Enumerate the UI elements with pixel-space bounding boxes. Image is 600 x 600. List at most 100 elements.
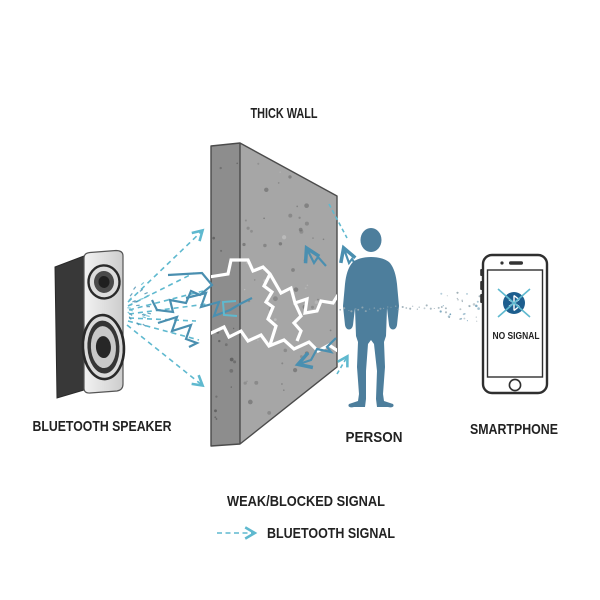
bluetooth-speaker <box>54 249 126 399</box>
emission-speck <box>142 316 147 319</box>
emission-speck <box>140 281 145 286</box>
weak-signal-dot <box>401 305 404 309</box>
weak-signal-dot <box>439 310 442 313</box>
speckle-dot <box>246 380 248 383</box>
emission-speck <box>134 300 138 303</box>
speckle-dot <box>263 217 265 220</box>
tweeter-dome <box>98 275 110 288</box>
speckle-dot <box>232 327 235 330</box>
speckle-dot <box>220 249 223 252</box>
speckle-dot <box>244 219 247 222</box>
speckle-dot <box>273 318 277 322</box>
wall-side-face <box>211 143 240 446</box>
emission-speck <box>147 312 152 315</box>
weak-signal-dot <box>357 308 360 311</box>
signal-ray-up <box>127 228 205 303</box>
weak-signal-dot <box>390 306 392 308</box>
speckle-dot <box>299 229 304 234</box>
speckle-dot <box>322 238 325 241</box>
speckle-dot <box>329 329 332 332</box>
phone-camera-icon <box>500 261 504 265</box>
weak-signal-dot <box>418 306 420 308</box>
phone-mute-switch[interactable] <box>480 269 483 276</box>
phone-volume-down-button[interactable] <box>480 294 483 303</box>
signal-ray <box>127 272 195 307</box>
weak-signal-dot <box>437 306 440 309</box>
weak-signal-dot <box>339 308 342 311</box>
speckle-dot <box>304 287 307 290</box>
speckle-dot <box>214 409 217 413</box>
zigzag-path <box>185 291 253 318</box>
weak-signal-dot <box>343 307 346 310</box>
emission-speck <box>129 309 134 312</box>
weak-signal-dot <box>468 304 471 308</box>
thick-wall <box>210 142 338 447</box>
speckle-dot <box>304 203 309 209</box>
speaker-drivers <box>81 264 126 381</box>
weak-signal-dot <box>348 309 350 312</box>
speckle-dot <box>303 258 308 263</box>
phone-volume-up-button[interactable] <box>480 281 483 290</box>
speckle-dot <box>283 348 288 353</box>
speckle-dot <box>212 236 216 240</box>
speckle-dot <box>298 227 303 232</box>
smartphone-label: SMARTPHONE <box>470 421 558 438</box>
emission-speck <box>141 313 146 317</box>
speckle-dot <box>224 343 228 347</box>
speckle-dot <box>264 187 269 193</box>
emission-speck <box>128 297 132 301</box>
speckle-dot <box>317 298 319 301</box>
speckle-dot <box>243 381 247 385</box>
weak-signal-dot <box>466 320 468 322</box>
speckle-dot <box>246 226 250 230</box>
weak-signal-dot <box>462 313 465 316</box>
weak-signal-dot <box>442 305 444 307</box>
emission-speck <box>139 288 144 292</box>
weak-signal-dot <box>425 304 428 307</box>
speckle-dot <box>281 235 287 240</box>
weak-signal-dot <box>433 307 435 310</box>
speckle-dot <box>306 284 309 287</box>
speckle-dot <box>233 360 237 364</box>
speckle-dot <box>247 399 253 405</box>
speckle-dot <box>236 162 239 165</box>
speckle-dot <box>277 182 280 184</box>
speckle-dot <box>278 242 283 246</box>
weak-signal-dot <box>387 306 389 308</box>
emission-speck <box>140 297 144 300</box>
crack-connector-left <box>261 273 278 346</box>
speckle-dot <box>215 418 218 420</box>
speckle-dot <box>273 296 278 302</box>
speckle-dot <box>218 339 221 343</box>
weak-signal-dot <box>475 304 478 308</box>
emission-speck <box>128 304 133 307</box>
speckle-dot <box>230 386 232 388</box>
weak-signal-dot <box>416 308 419 310</box>
signal-emission-specks <box>127 281 152 327</box>
weak-signal-dot <box>459 308 462 311</box>
speckle-dot <box>304 351 309 356</box>
speckle-dot <box>314 300 319 305</box>
signal-ray <box>128 317 197 322</box>
bluetooth-signal-fan <box>126 203 349 388</box>
emission-speck <box>142 313 147 316</box>
weak-signal-dot <box>423 307 426 310</box>
speckle-dot <box>215 395 218 398</box>
speckle-dot <box>279 171 281 173</box>
crack-connector-right <box>291 302 303 342</box>
weak-signal-dot <box>475 316 477 318</box>
weak-signal-dot <box>456 291 459 294</box>
weak-signal-dot <box>478 295 481 298</box>
speaker-side-face <box>54 255 85 399</box>
speckle-dot <box>296 205 299 208</box>
weak-signal-dot <box>449 313 452 316</box>
emission-speck <box>144 291 148 295</box>
phone-home-button[interactable] <box>508 378 522 392</box>
blocked-cross-icon <box>497 288 531 318</box>
speckle-dot <box>288 175 292 179</box>
signal-leak-low <box>336 354 349 375</box>
scattered-signal-zigzags <box>151 244 359 370</box>
phone-screen[interactable] <box>486 269 544 378</box>
speckle-dot <box>257 162 260 165</box>
